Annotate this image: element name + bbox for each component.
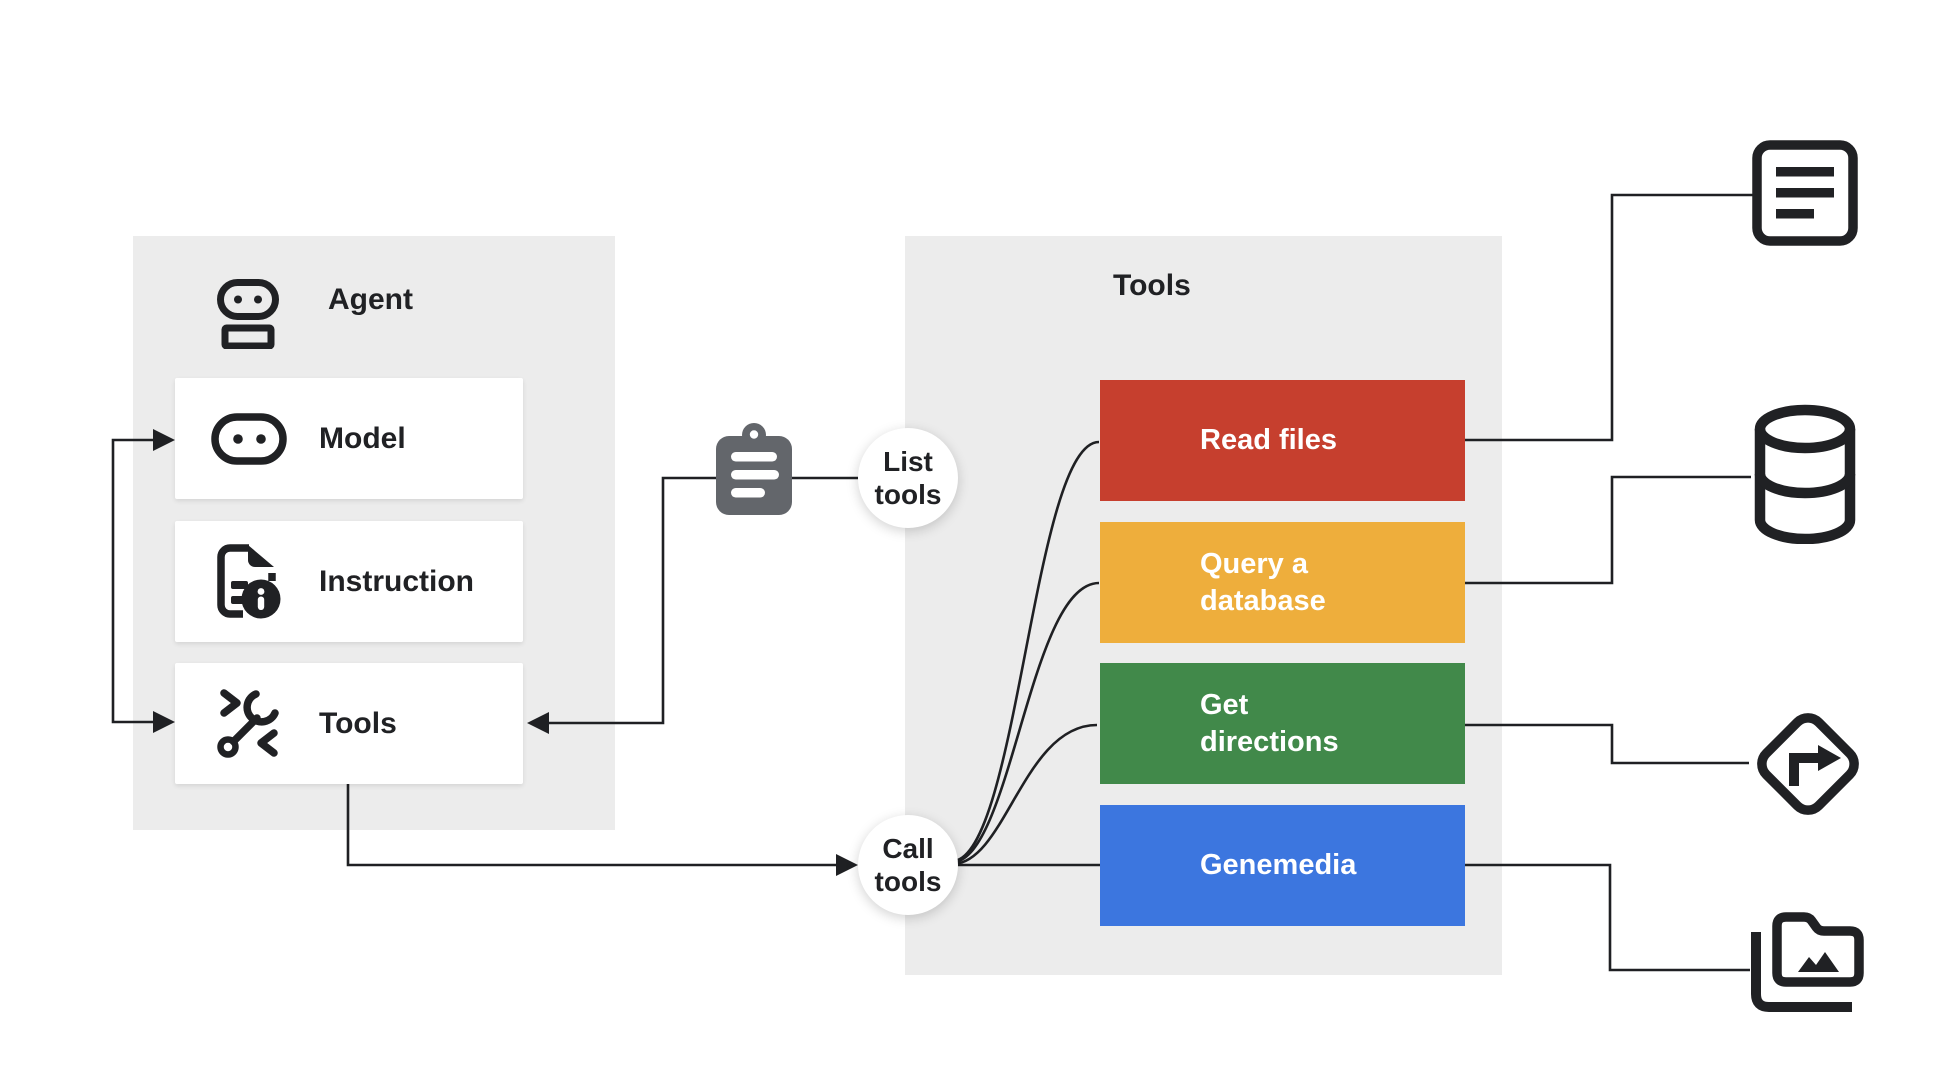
read-files-node: Read files [1100, 380, 1465, 501]
turn-right-directions-icon [1748, 704, 1868, 824]
robot-agent-icon [217, 279, 279, 349]
read-files-label: Read files [1200, 424, 1337, 456]
arrowhead-into-call-tools [836, 854, 858, 876]
agent-panel-content: Agent Model [133, 236, 615, 830]
tools-panel-title: Tools [1113, 269, 1191, 302]
instruction-node: Instruction [175, 521, 523, 642]
photo-library-icon [1748, 908, 1868, 1016]
connector-clipboard-to-tools-box [548, 476, 717, 725]
clipboard-icon [712, 421, 796, 519]
arrowhead-into-tools-box-right [527, 712, 549, 734]
genemedia-label: Genemedia [1200, 849, 1357, 881]
agent-panel-title: Agent [328, 283, 413, 316]
instruction-doc-icon [209, 543, 289, 621]
connector-genemedia-to-photos [1465, 863, 1750, 972]
connector-read-files-to-document [1465, 193, 1753, 442]
call-tools-label: Call tools [874, 833, 942, 897]
arrowhead-into-model [153, 429, 175, 451]
instruction-label: Instruction [319, 564, 474, 598]
robot-face-icon [209, 412, 289, 465]
list-tools-label: List tools [874, 446, 942, 510]
genemedia-node: Genemedia [1100, 805, 1465, 926]
connector-query-database-to-database [1465, 475, 1751, 585]
query-database-label: Query a database [1200, 547, 1326, 617]
get-directions-label: Get directions [1200, 688, 1339, 758]
agent-tools-node: Tools [175, 663, 523, 784]
tools-panel-content: Tools Read files Query a database Get di… [905, 236, 1502, 975]
arrowhead-into-tools-box-left [153, 711, 175, 733]
call-tools-node: Call tools [858, 815, 958, 915]
list-tools-node: List tools [858, 428, 958, 528]
connector-call-tools-to-query-database [953, 581, 1100, 864]
database-icon [1750, 404, 1860, 544]
connector-get-directions-to-directions [1465, 723, 1749, 765]
get-directions-node: Get directions [1100, 663, 1465, 784]
document-lines-icon [1752, 140, 1858, 246]
query-database-node: Query a database [1100, 522, 1465, 643]
connector-call-tools-to-read-files [953, 440, 1100, 863]
connector-call-tools-to-get-directions [953, 723, 1098, 866]
model-node: Model [175, 378, 523, 499]
connector-loop-model-tools [111, 438, 154, 724]
wrench-code-icon [209, 688, 289, 760]
model-label: Model [319, 421, 406, 455]
connector-tools-box-to-call-tools [346, 784, 837, 867]
agent-tools-label: Tools [319, 706, 397, 740]
